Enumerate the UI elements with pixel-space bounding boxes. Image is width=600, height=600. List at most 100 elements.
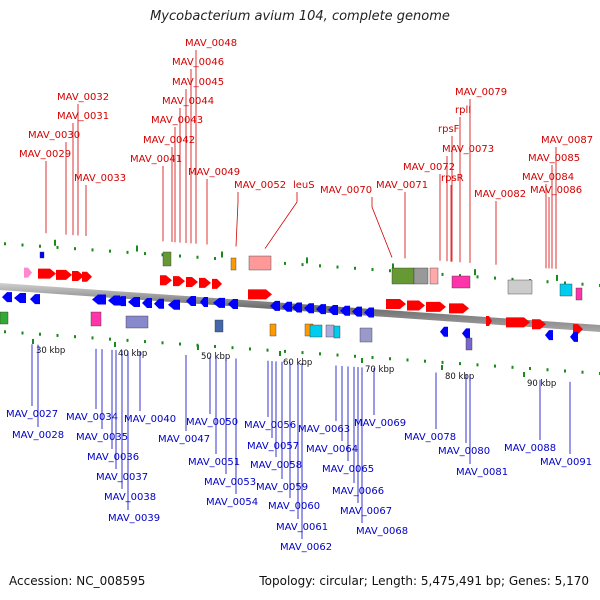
forward-gene-label: MAV_0071 (376, 180, 428, 191)
gray-feature-box (507, 279, 533, 295)
magenta-feature-box (575, 287, 583, 301)
green-feature-box (0, 311, 9, 325)
lower-tick-mark (319, 352, 321, 356)
lower-tick-mark (511, 365, 514, 369)
reverse-gene-label: MAV_0035 (76, 432, 128, 443)
lower-tick-mark (459, 362, 461, 366)
reverse-gene-label: MAV_0028 (12, 430, 64, 441)
forward-gene-label: MAV_0032 (57, 92, 109, 103)
reverse-gene-label: MAV_0034 (66, 412, 118, 423)
forward-gene-arrow (449, 303, 469, 314)
forward-gene-label: MAV_0030 (28, 130, 80, 141)
lavender-feature-box (125, 315, 149, 329)
lower-tick-mark (126, 338, 129, 342)
reverse-gene-label: MAV_0063 (298, 424, 350, 435)
forward-gene-arrow (248, 289, 272, 300)
lower-tick-mark (564, 369, 566, 373)
reverse-gene-arrow (154, 298, 164, 309)
forward-gene-label: MAV_0073 (442, 144, 494, 155)
scale-tick (114, 342, 116, 347)
reverse-gene-label: MAV_0039 (108, 513, 160, 524)
scale-tick (441, 365, 443, 370)
olive-feature-box (391, 267, 415, 285)
forward-gene-arrow (186, 277, 198, 288)
upper-tick-mark (91, 248, 94, 252)
reverse-gene-arrow (364, 307, 374, 318)
forward-gene-label: leuS (293, 180, 315, 191)
upper-tick-mark (109, 249, 111, 253)
scale-tick (361, 358, 363, 363)
reverse-gene-arrow (304, 303, 314, 314)
lower-tick-mark (546, 368, 549, 372)
major-tick-mark (54, 239, 56, 246)
accession-text: Accession: NC_008595 (9, 574, 146, 588)
reverse-gene-label: MAV_0051 (188, 457, 240, 468)
lavender-feature-box (325, 324, 335, 338)
forward-gene-label: MAV_0072 (403, 162, 455, 173)
forward-gene-label: MAV_0079 (455, 87, 507, 98)
map-title: Mycobacterium avium 104, complete genome (150, 9, 450, 24)
reverse-gene-arrow (228, 298, 238, 309)
scale-tick (523, 372, 525, 377)
forward-gene-label: MAV_0085 (528, 153, 580, 164)
upper-tick-mark (284, 261, 286, 265)
reverse-gene-label: MAV_0038 (104, 492, 156, 503)
blue-feature-box (39, 251, 45, 259)
lower-tick-mark (21, 331, 24, 335)
upper-tick-mark (494, 276, 496, 280)
reverse-gene-arrow (108, 295, 120, 306)
scale-label: 30 kbp (36, 346, 65, 356)
upper-tick-mark (161, 253, 164, 257)
lower-tick-mark (144, 340, 146, 344)
lower-tick-mark (389, 357, 391, 361)
upper-tick-mark (74, 247, 76, 251)
upper-tick-mark (476, 275, 479, 279)
major-tick-mark (136, 245, 138, 252)
lower-tick-mark (231, 346, 234, 350)
reverse-gene-label: MAV_0080 (438, 446, 490, 457)
forward-gene-label: MAV_0031 (57, 111, 109, 122)
lower-tick-mark (284, 349, 286, 353)
scale-tick (279, 351, 281, 356)
upper-tick-mark (441, 272, 444, 276)
upper-tick-mark (214, 256, 216, 260)
forward-gene-arrow (160, 275, 172, 286)
forward-gene-label: MAV_0042 (143, 135, 195, 146)
lower-tick-mark (581, 370, 584, 374)
lower-tick-mark (39, 332, 41, 336)
forward-gene-arrow (532, 319, 546, 330)
upper-tick-mark (546, 280, 549, 284)
forward-gene-label: rpsR (441, 173, 464, 184)
pink-gene-arrow (24, 267, 32, 278)
forward-gene-label: MAV_0052 (234, 180, 286, 191)
scale-label: 40 kbp (118, 349, 147, 359)
upper-tick-mark (39, 244, 41, 248)
forward-gene-arrow (386, 299, 406, 310)
reverse-gene-arrow (30, 294, 40, 305)
reverse-gene-arrow (352, 306, 362, 317)
reverse-gene-arrow (282, 301, 292, 312)
reverse-gene-label: MAV_0065 (322, 464, 374, 475)
forward-gene-arrow (72, 271, 84, 282)
forward-gene-arrow (173, 276, 185, 287)
reverse-gene-label: MAV_0057 (247, 441, 299, 452)
forward-gene-label: MAV_0086 (530, 185, 582, 196)
lower-tick-mark (179, 342, 181, 346)
forward-gene-label: MAV_0084 (522, 172, 574, 183)
cyan-feature-box (309, 324, 323, 338)
reverse-gene-label: MAV_0088 (504, 443, 556, 454)
reverse-gene-label: MAV_0059 (256, 482, 308, 493)
lower-tick-mark (476, 363, 479, 367)
reverse-gene-label: MAV_0047 (158, 434, 210, 445)
forward-gene-label: MAV_0045 (172, 77, 224, 88)
reverse-gene-arrow (292, 302, 302, 313)
upper-tick-mark (354, 266, 356, 270)
forward-gene-label: MAV_0044 (162, 96, 214, 107)
orange-feature-box (269, 323, 277, 337)
upper-tick-mark (581, 282, 584, 286)
reverse-gene-arrow (128, 296, 140, 307)
reverse-gene-label: MAV_0068 (356, 526, 408, 537)
forward-gene-arrow (56, 269, 72, 280)
upper-tick-mark (389, 269, 391, 273)
forward-gene-label: MAV_0087 (541, 135, 593, 146)
